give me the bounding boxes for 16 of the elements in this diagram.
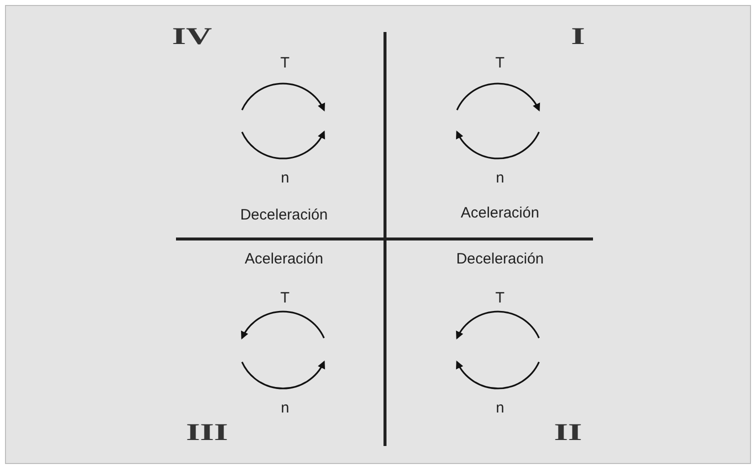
variable-symbol: T bbox=[495, 290, 505, 306]
mode-label: Deceleración bbox=[240, 208, 328, 222]
mode-label: Aceleración bbox=[244, 252, 324, 266]
quadrant-numeral: II bbox=[554, 421, 582, 445]
variable-symbol: n bbox=[280, 400, 290, 416]
quadrant-numeral: III bbox=[186, 421, 228, 445]
quadrant-numeral: I bbox=[571, 25, 585, 49]
variable-symbol: T bbox=[280, 56, 290, 70]
variable-symbol: T bbox=[495, 56, 505, 70]
mode-label: Aceleración bbox=[460, 206, 540, 220]
quadrant-numeral: IV bbox=[172, 25, 212, 49]
variable-symbol: n bbox=[496, 400, 504, 416]
mode-label: Deceleración bbox=[456, 252, 544, 266]
variable-symbol: n bbox=[496, 170, 504, 186]
variable-symbol: T bbox=[280, 290, 290, 306]
variable-symbol: n bbox=[280, 170, 290, 186]
